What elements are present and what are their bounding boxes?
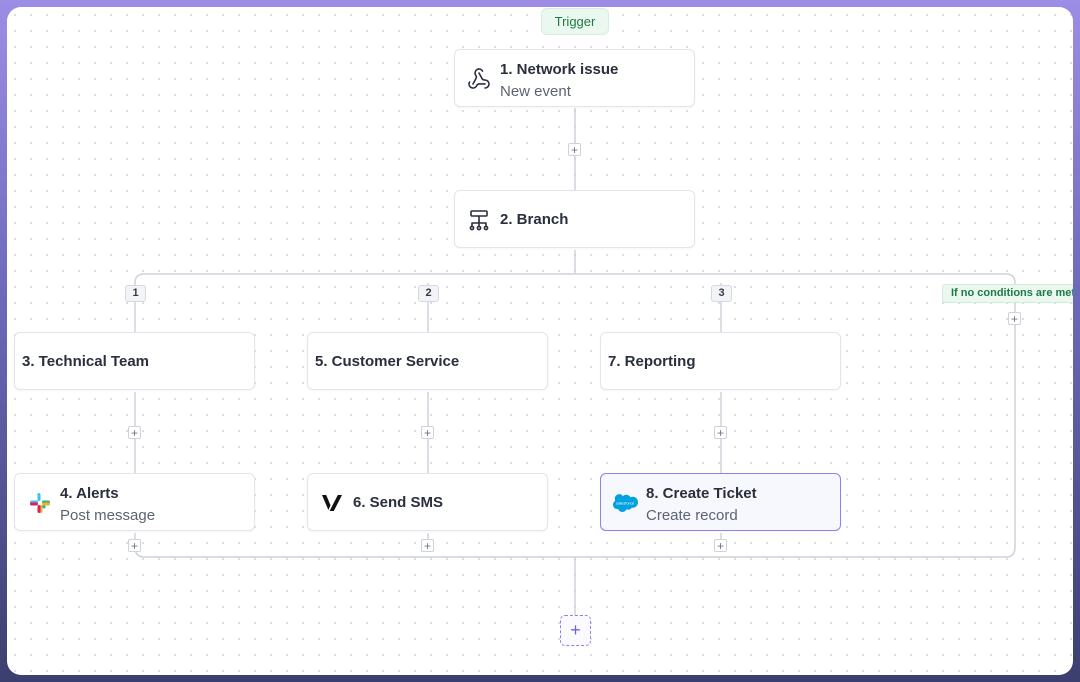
branch-number-3: 3 [711,285,732,302]
step-subtitle: Post message [60,507,156,524]
step-2-branch[interactable]: 2. Branch [454,190,695,248]
step-5-customer-service[interactable]: 5. Customer Service [307,332,548,390]
step-title: 6. Send SMS [353,494,444,511]
workflow-canvas[interactable]: Trigger 1. Network issue New event + [7,7,1073,675]
branch-icon [467,208,491,232]
add-step-button[interactable]: + [1008,312,1021,325]
svg-text:salesforce: salesforce [616,501,635,506]
add-step-button[interactable]: + [714,426,727,439]
step-4-alerts[interactable]: 4. Alerts Post message [14,473,255,531]
webhook-icon [467,67,491,91]
step-6-send-sms[interactable]: 6. Send SMS [307,473,548,531]
add-final-step-button[interactable]: + [560,615,591,646]
step-title: 7. Reporting [608,353,696,370]
add-step-button[interactable]: + [421,539,434,552]
branch-number-1: 1 [125,285,146,302]
step-title: 2. Branch [500,211,569,228]
step-title: 8. Create Ticket [646,485,757,502]
vonage-icon [320,491,344,515]
add-step-button[interactable]: + [421,426,434,439]
add-step-button[interactable]: + [568,143,581,156]
step-subtitle: New event [500,83,571,100]
step-title: 1. Network issue [500,61,619,78]
step-title: 4. Alerts [60,485,119,502]
slack-icon [28,491,52,515]
step-title: 5. Customer Service [315,353,460,370]
step-title: 3. Technical Team [22,353,149,370]
trigger-badge: Trigger [541,8,609,35]
step-subtitle: Create record [646,507,738,524]
step-3-technical-team[interactable]: 3. Technical Team [14,332,255,390]
fallback-branch-label: If no conditions are met [942,284,1073,303]
step-7-reporting[interactable]: 7. Reporting [600,332,841,390]
salesforce-icon: salesforce [612,491,638,515]
add-step-button[interactable]: + [128,539,141,552]
branch-number-2: 2 [418,285,439,302]
add-step-button[interactable]: + [714,539,727,552]
step-1-network-issue[interactable]: 1. Network issue New event [454,49,695,107]
step-8-create-ticket[interactable]: salesforce 8. Create Ticket Create recor… [600,473,841,531]
add-step-button[interactable]: + [128,426,141,439]
